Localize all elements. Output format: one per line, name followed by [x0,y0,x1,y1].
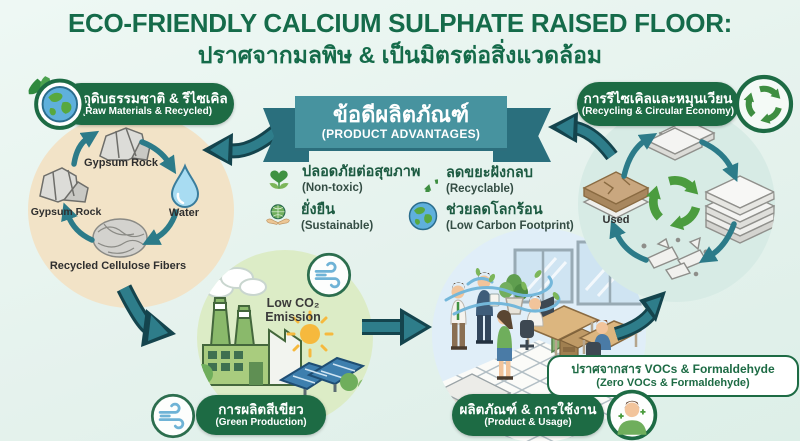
materials-cycle-arrows [61,130,179,245]
factory-windows [208,351,243,371]
badge-label-english: (Product & Usage) [484,416,572,428]
panel-stack-right [704,175,775,244]
tree-icon [358,379,372,393]
monitor-icon [540,296,554,318]
advantage-item-lowcarbon: ช่วยลดโลกร้อน (Low Carbon Footprint) [408,201,574,234]
cycle-label-gypsum-left: Gypsum Rock [30,206,102,218]
cycle-label-water: Water [168,207,200,219]
product-advantages-banner: ข้อดีผลิตภัณฑ์ (PRODUCT ADVANTAGES) [295,96,507,148]
cycle-label-fibers: Recycled Cellulose Fibers [49,260,187,272]
cycle-label-gypsum-top: Gypsum Rock [84,157,158,169]
recycling-cycle-circle: Used [578,106,775,302]
sun-icon [286,310,334,358]
cellulose-fibers-icon [92,218,148,258]
advantage-label-thai: ปลอดภัยต่อสุขภาพ [302,164,421,180]
vocs-label-thai: ปราศจากสาร VOCs & Formaldehyde [571,361,775,376]
badge-label-thai: ผลิตภัณฑ์ & การใช้งาน [459,401,597,417]
recycle-icon [410,164,438,192]
heart-plant-icon [264,163,294,193]
raw-materials-badge: วัตถุดิบธรรมชาติ & รีไซเคิล (Raw Materia… [60,83,234,125]
person-icon [606,389,658,441]
seated-person [520,296,544,350]
used-panel [582,171,650,219]
badge-label-english: (Recycling & Circular Economy) [581,105,735,117]
materials-cycle-circle: Gypsum Rock Water Recycled Cellulose Fib… [28,112,234,308]
vocs-label-english: (Zero VOCs & Formaldehyde) [596,376,750,389]
recycle-badge-icon [734,74,794,134]
materials-cycle-illustration [39,127,200,258]
recycling-cycle-illustration [582,119,775,280]
water-drop-icon [170,163,200,208]
wind-icon [306,252,352,298]
globe-leaf-icon [28,76,86,130]
advantage-label-thai: ช่วยลดโลกร้อน [446,202,543,218]
gypsum-rock-left-icon [39,167,89,203]
factory-door [249,362,263,385]
advantage-label-thai: ยั่งยืน [301,202,335,218]
green-production-badge: การผลิตสีเขียว (Green Production) [196,395,326,435]
badge-label-thai: วัตถุดิบธรรมชาติ & รีไซเคิล [66,90,228,106]
badge-label-thai: การรีไซเคิลและหมุนเวียน [583,90,733,106]
plant-icon [499,274,528,315]
advantage-label-english: (Sustainable) [301,220,374,233]
recycle-icon [644,180,698,233]
badge-label-english: (Raw Materials & Recycled) [81,105,213,117]
banner-title-thai: ข้อดีผลิตภัณฑ์ [332,102,470,128]
standing-person [476,272,500,344]
standing-person [450,282,467,350]
banner-title-english: (PRODUCT ADVANTAGES) [321,126,481,141]
page-title: ECO-FRIENDLY CALCIUM SULPHATE RAISED FLO… [67,8,733,38]
badge-label-thai: การผลิตสีเขียว [218,401,304,417]
solar-panels [278,356,366,397]
chimneys [209,297,256,347]
product-usage-badge: ผลิตภัณฑ์ & การใช้งาน (Product & Usage) [452,394,604,436]
page-subtitle-thai: ปราศจากมลพิษ & เป็นมิตรต่อสิ่งแวดล้อม [197,42,603,68]
globe-icon [408,201,438,231]
advantage-label-english: (Recyclable) [446,183,514,196]
advantage-item-sustainable: ยั่งยืน (Sustainable) [263,201,373,234]
standing-person [497,310,513,380]
smoke-clouds [204,267,267,298]
badge-label-english: (Green Production) [215,416,307,428]
zero-vocs-callout: ปราศจากสาร VOCs & Formaldehyde (Zero VOC… [547,355,799,397]
wind-icon [150,393,196,439]
low-co2-emission-label: Low CO₂ Emission [265,296,321,325]
used-panel-label: Used [602,214,630,226]
advantage-item-nontoxic: ปลอดภัยต่อสุขภาพ (Non-toxic) [264,163,420,196]
tree-icon [340,373,358,391]
advantage-label-thai: ลดขยะฝังกลบ [446,165,533,181]
advantage-label-english: (Non-toxic) [302,182,363,195]
recycling-cycle-arrows [609,132,739,264]
advantage-item-recyclable: ลดขยะฝังกลบ (Recyclable) [410,164,533,197]
broken-panel-pieces [641,236,709,280]
recycling-badge: การรีไซเคิลและหมุนเวียน (Recycling & Cir… [577,82,739,126]
advantage-label-english: (Low Carbon Footprint) [446,220,574,233]
leaves [475,268,560,300]
hands-globe-icon [263,201,293,231]
